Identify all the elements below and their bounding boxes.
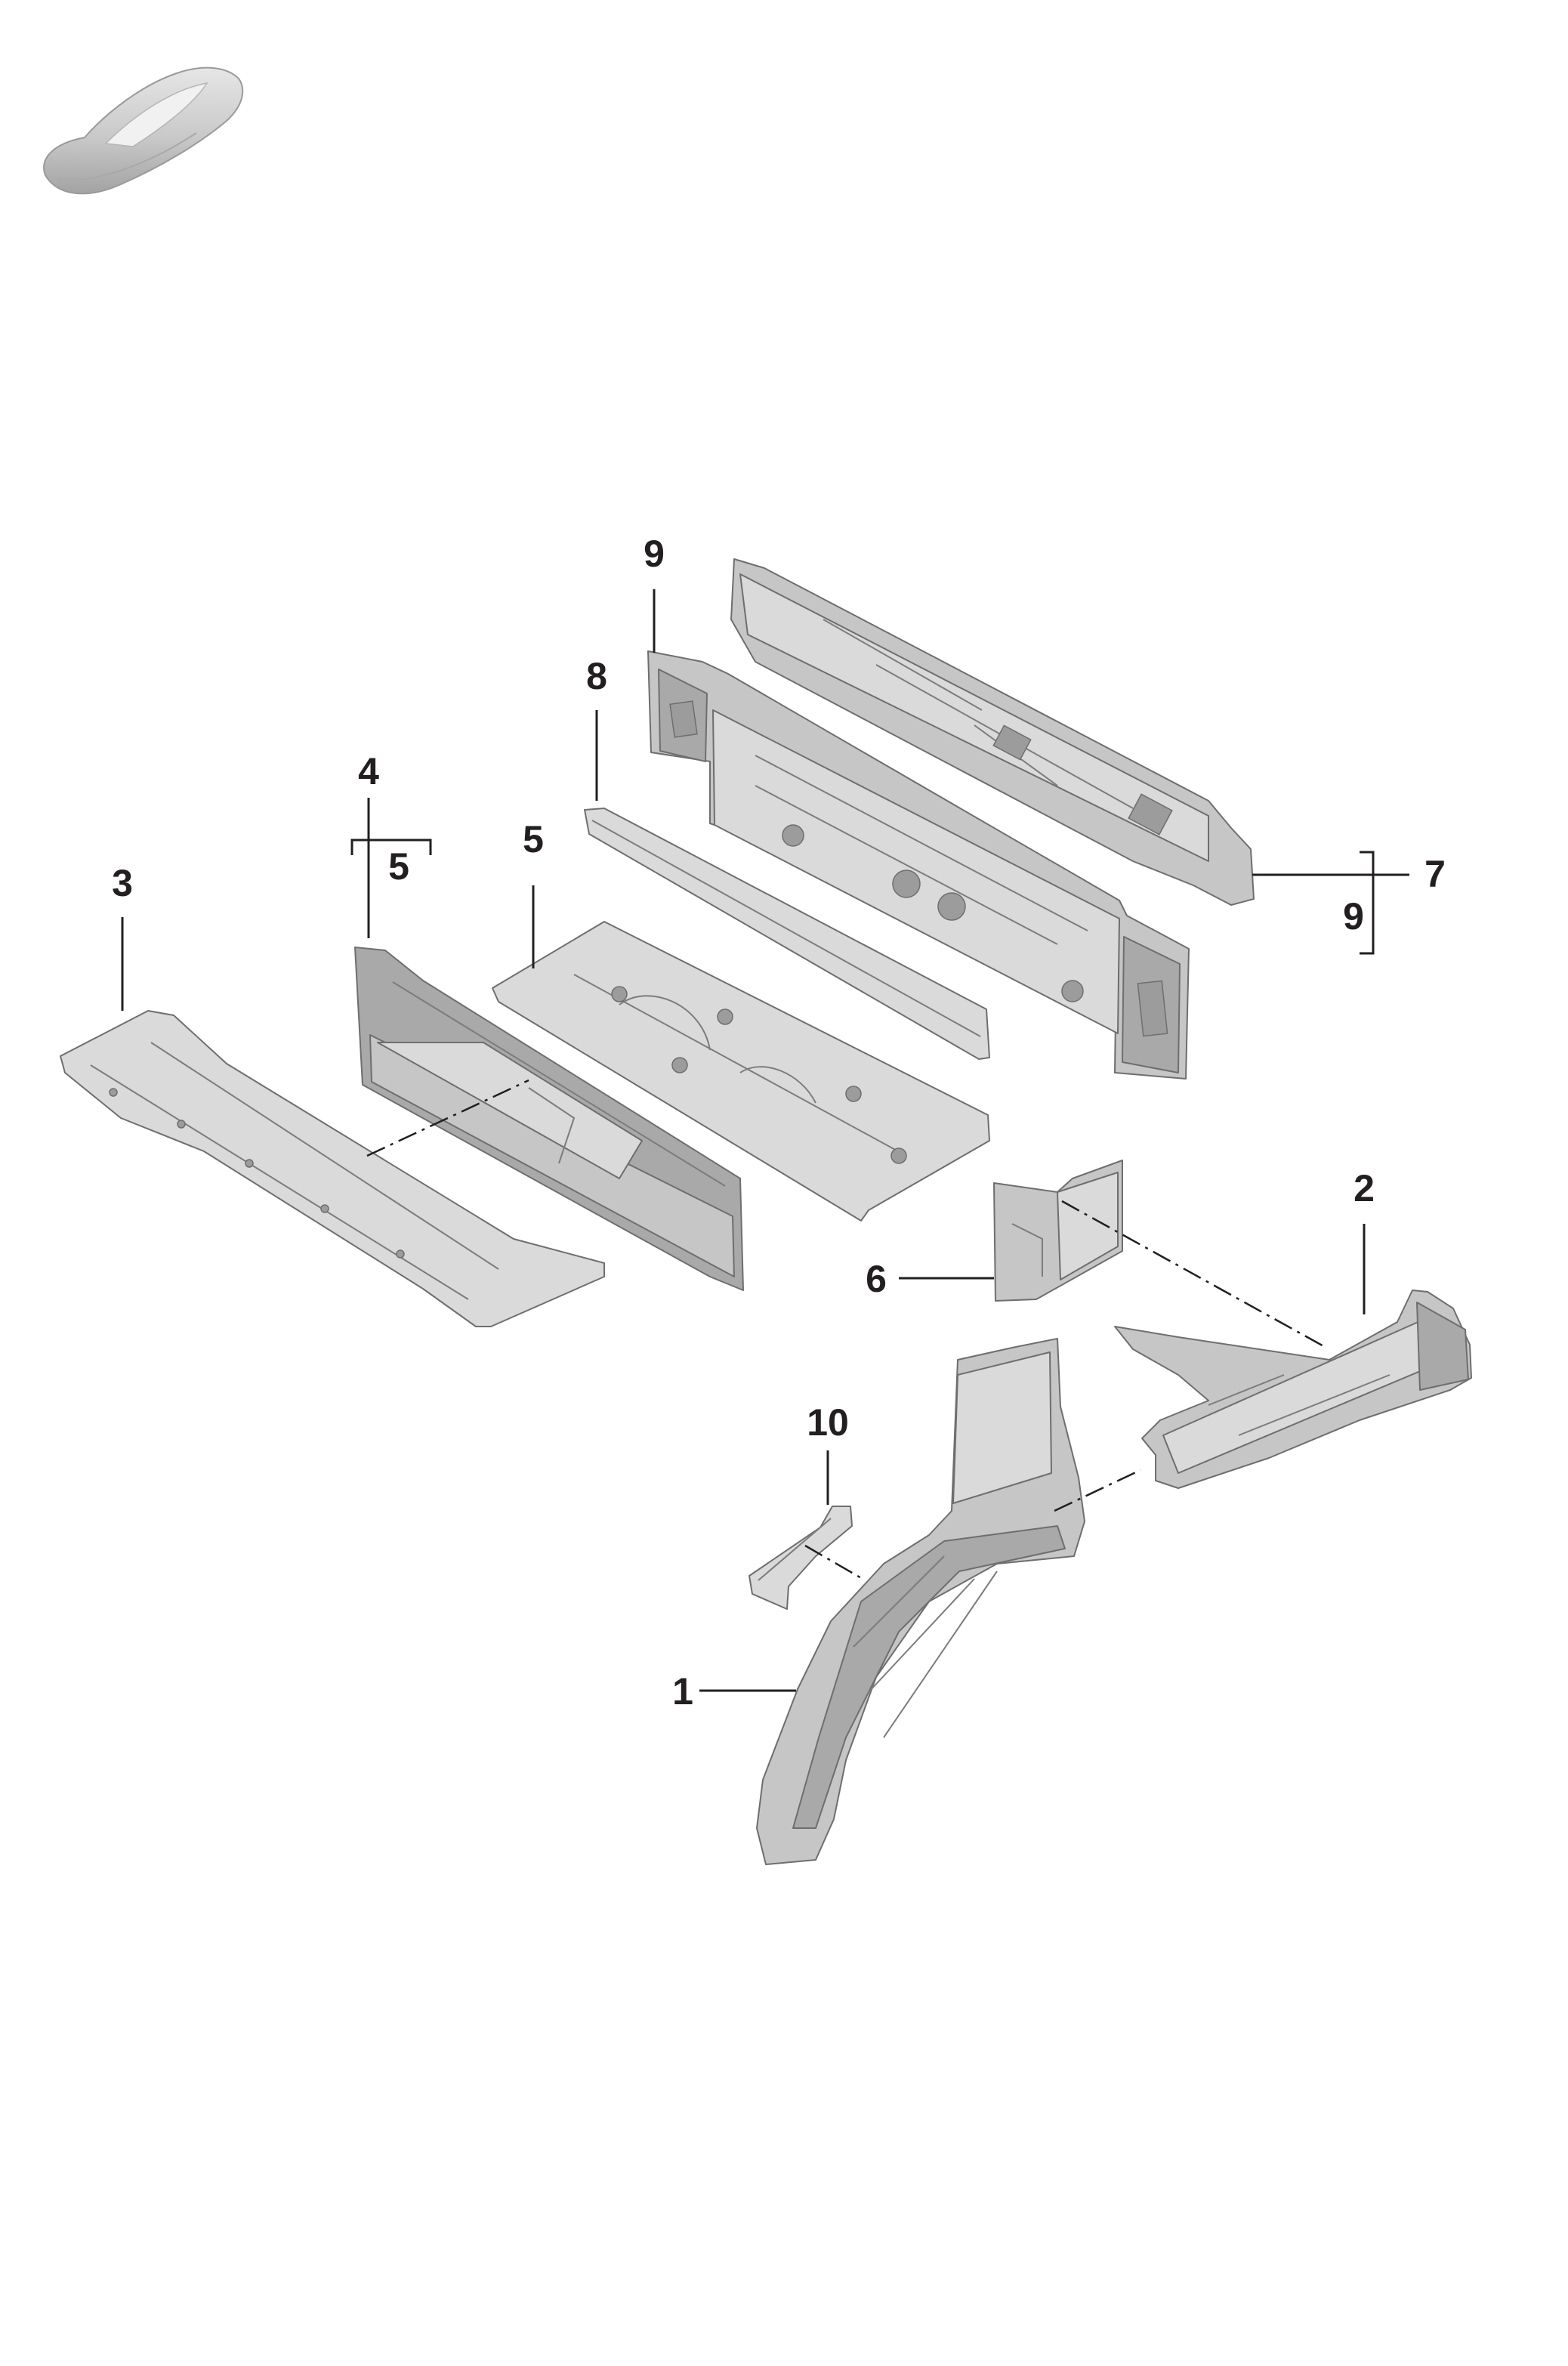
callout-2: 2 xyxy=(1353,1167,1375,1209)
part-1-rear-side-member xyxy=(756,1338,1085,1865)
part-4-tunnel-panel xyxy=(354,947,744,1291)
assembly-line-10-1 xyxy=(804,1544,863,1580)
part-7-upper-beam xyxy=(730,558,1255,906)
part-5-floor-panel xyxy=(492,921,990,1222)
part-6-corner-bracket xyxy=(993,1160,1123,1302)
callout-1: 1 xyxy=(672,1670,693,1713)
callout-6: 6 xyxy=(866,1258,887,1300)
leader-lines xyxy=(121,589,1409,1692)
callout-4-sub: 5 xyxy=(388,845,409,888)
bracket-7-9 xyxy=(1360,851,1375,955)
bracket-4-5 xyxy=(350,839,432,855)
callout-4: 4 xyxy=(358,750,379,792)
part-2-cross-member xyxy=(1114,1290,1472,1489)
part-9-rear-panel xyxy=(647,650,1190,1080)
callout-8: 8 xyxy=(586,655,607,697)
callout-10: 10 xyxy=(807,1401,849,1444)
callout-7-sub: 9 xyxy=(1343,895,1364,937)
callout-labels: 9 8 5 4 5 3 7 9 2 6 10 1 xyxy=(112,533,1446,1713)
callout-7: 7 xyxy=(1424,853,1446,895)
assembly-line-6-2 xyxy=(1061,1200,1327,1349)
part-3-long-rail xyxy=(60,1010,605,1327)
callout-5: 5 xyxy=(523,818,544,860)
part-8-strip xyxy=(584,808,990,1060)
assembly-line-1-2 xyxy=(1054,1469,1141,1512)
callout-3: 3 xyxy=(112,862,133,904)
assembly-line-3-4 xyxy=(366,1079,529,1157)
part-10-small-bracket xyxy=(749,1506,853,1610)
assembly-lines xyxy=(366,1079,1327,1580)
callout-9: 9 xyxy=(644,533,665,575)
car-silhouette-icon xyxy=(43,66,244,195)
